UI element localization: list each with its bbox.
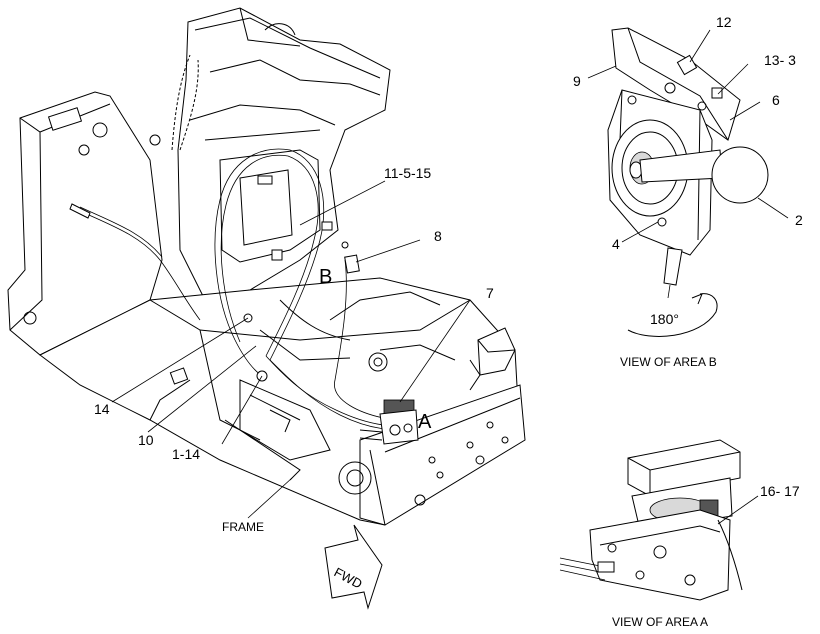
callout-7: 7: [486, 285, 494, 301]
area-letter-a: A: [418, 411, 432, 433]
callout-16-17: 16- 17: [760, 483, 800, 499]
callout-8: 8: [434, 228, 442, 244]
callout-1-14: 1-14: [172, 446, 200, 462]
callout-13-3: 13- 3: [764, 52, 796, 68]
callout-10: 10: [138, 432, 154, 448]
area-a-handle: [359, 399, 419, 445]
callout-12: 12: [716, 14, 732, 30]
view-a-leader-lines: [717, 495, 759, 525]
callout-9: 9: [573, 73, 581, 89]
frame-label: FRAME: [222, 520, 264, 534]
view-area-a-caption: VIEW OF AREA A: [612, 615, 708, 629]
main-leader-lines: [111, 180, 471, 519]
callout-4: 4: [612, 236, 620, 252]
area-letter-b: B: [319, 266, 332, 288]
callout-6: 6: [772, 92, 780, 108]
rotation-label: 180°: [650, 311, 679, 327]
view-area-b-caption: VIEW OF AREA B: [620, 355, 717, 369]
callout-11-5-15: 11-5-15: [384, 165, 431, 181]
view-b-leader-lines: [587, 29, 789, 243]
view-area-a-drawing: [559, 439, 743, 601]
callout-labels: 12 13- 3 9 6 11-5-15 2 8 4 7 14 10 1-14 …: [94, 14, 803, 629]
main-assembly-drawing: [7, 7, 526, 526]
view-area-b-drawing: [607, 27, 769, 337]
callout-14: 14: [94, 401, 110, 417]
fwd-arrow: [324, 524, 383, 610]
callout-2: 2: [795, 212, 803, 228]
